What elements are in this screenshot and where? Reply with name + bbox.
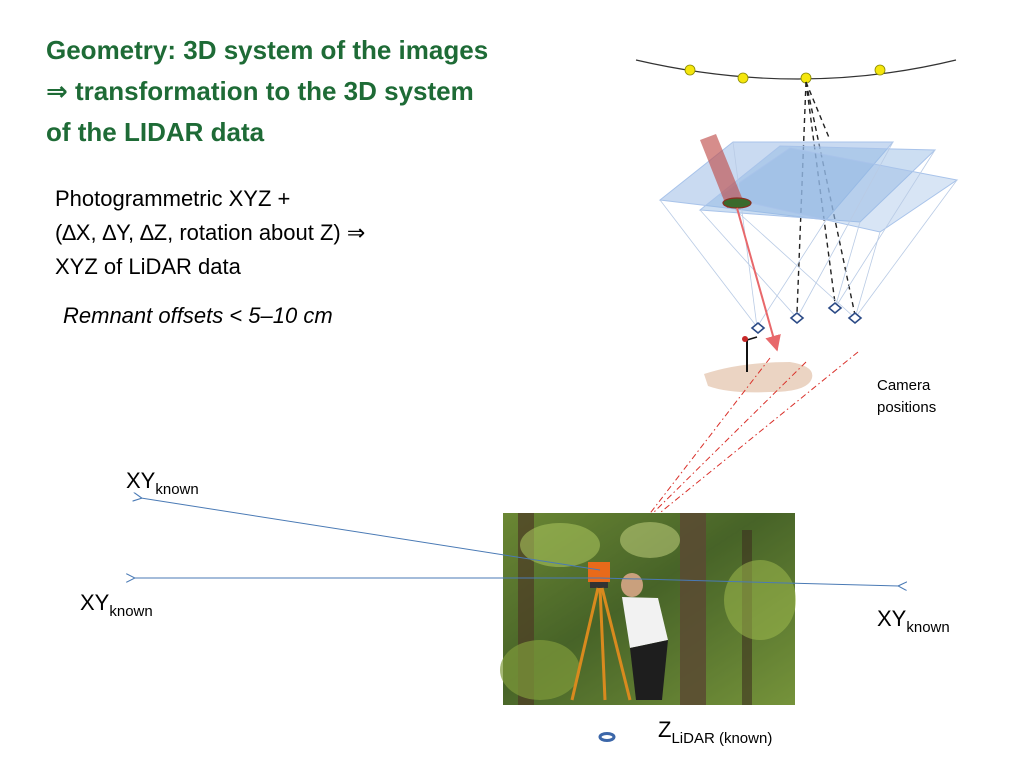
z-lidar-known-label: ZLiDAR (known): [658, 717, 773, 747]
tree-crown-target: [722, 197, 752, 209]
title-line-1: Geometry: 3D system of the images: [46, 35, 489, 65]
remnant-offsets-note: Remnant offsets < 5–10 cm: [63, 303, 333, 328]
camera-position-marker: [684, 64, 696, 76]
field-survey-photo: [500, 513, 796, 705]
image-footprints: [658, 141, 959, 233]
arrow-to-upper-left: [141, 498, 601, 571]
body-line-1: Photogrammetric XYZ +: [55, 186, 291, 211]
body-line-3: XYZ of LiDAR data: [55, 254, 241, 279]
slide-title: Geometry: 3D system of the images ⇒ tran…: [46, 30, 488, 153]
footprint-rays: [659, 141, 958, 328]
body-line-2: (∆X, ∆Y, ∆Z, rotation about Z) ⇒: [55, 220, 366, 245]
camera-positions-label: Camera positions: [877, 377, 937, 416]
ground-camera-markers: [750, 301, 863, 335]
body-text: Photogrammetric XYZ + (∆X, ∆Y, ∆Z, rotat…: [55, 182, 365, 284]
xy-arrows: [134, 498, 899, 586]
camera-position-marker: [800, 72, 812, 84]
flight-line: [635, 59, 957, 80]
camera-sight-lines: [647, 351, 859, 517]
xy-known-label-upper-left: XYknown: [126, 468, 199, 498]
title-line-2: ⇒ transformation to the 3D system: [46, 76, 474, 106]
xy-known-label-left: XYknown: [80, 590, 153, 620]
camera-position-marker: [737, 72, 749, 84]
title-line-3: of the LIDAR data: [46, 117, 265, 147]
ground-patch: [704, 362, 813, 393]
arrow-to-right: [599, 577, 899, 586]
xy-known-label-right: XYknown: [877, 606, 950, 636]
lidar-point-icon: [598, 732, 616, 742]
camera-position-marker: [874, 64, 886, 76]
laser-arrow: [736, 207, 781, 352]
pole-tip: [742, 336, 748, 342]
laser-beam: [700, 134, 745, 208]
